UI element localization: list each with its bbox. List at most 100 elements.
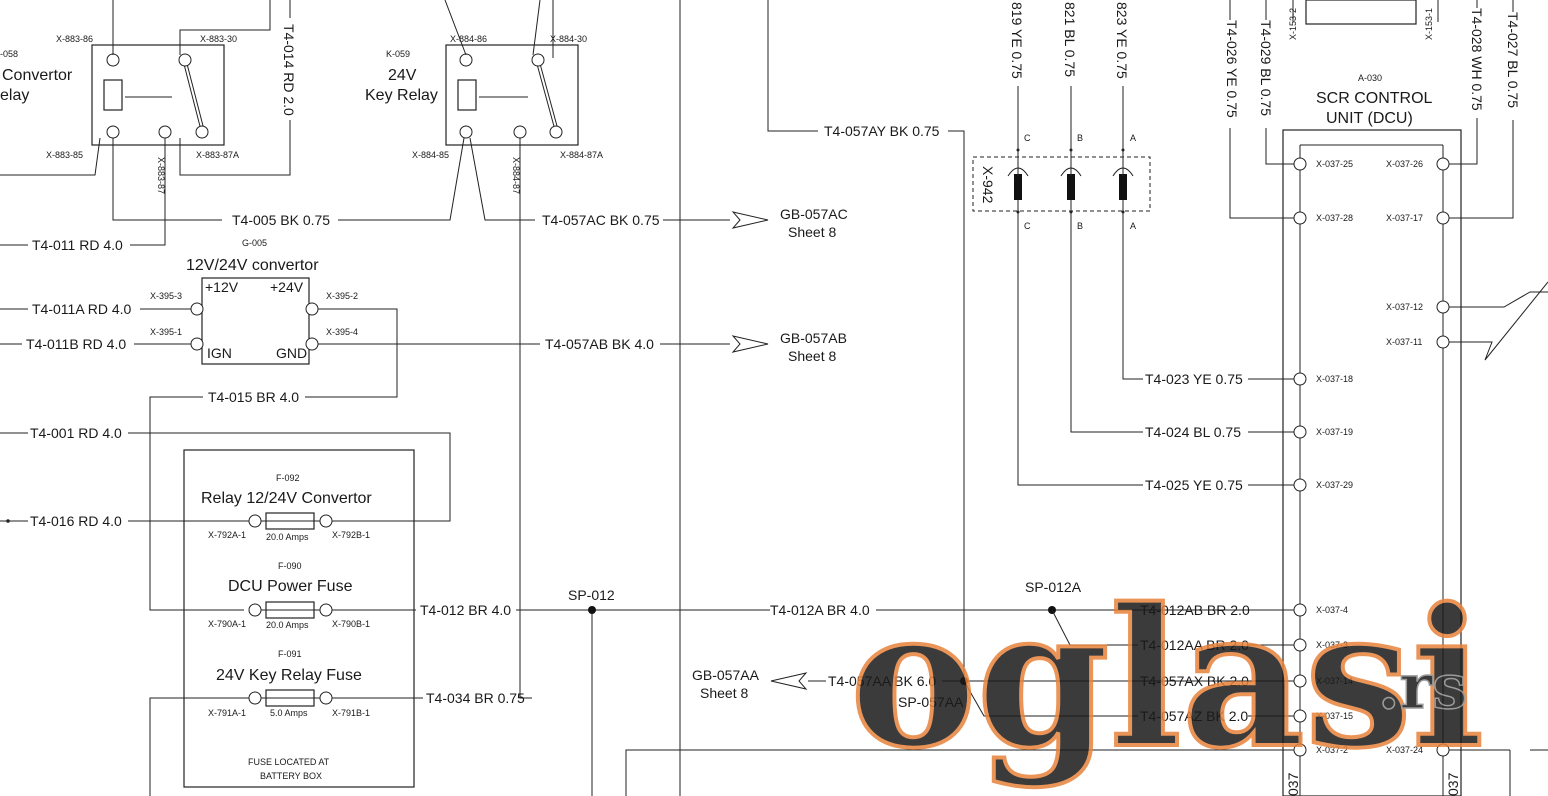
dcu-left-pin-terminal bbox=[1293, 603, 1307, 617]
dcu-left-pin-label: X-037-19 bbox=[1316, 427, 1353, 437]
connector-pin-b-top: B bbox=[1077, 133, 1083, 143]
relay-k058-t30: X-883-30 bbox=[200, 34, 237, 44]
dcu-right-pin-label: X-037-17 bbox=[1386, 213, 1423, 223]
ref-gb057aa: GB-057AA bbox=[692, 667, 760, 683]
wire-t4011b-label: T4-011B RD 4.0 bbox=[26, 336, 126, 352]
dcu-left-pin-terminal bbox=[1293, 372, 1307, 386]
ref-gb057aa-sheet: Sheet 8 bbox=[700, 685, 748, 701]
dcu-left-pin-label: X-037-4 bbox=[1316, 605, 1348, 615]
relay-k059-t87: X-884-87 bbox=[511, 157, 521, 194]
dcu-right-pin-label: X-037-24 bbox=[1386, 745, 1423, 755]
wire-t4057ab-label: T4-057AB BK 4.0 bbox=[545, 336, 654, 352]
convertor-t1: X-395-1 bbox=[150, 327, 182, 337]
dcu-right-pin-label: X-037-12 bbox=[1386, 302, 1423, 312]
wire-t4026-label: T4-026 YE 0.75 bbox=[1224, 20, 1240, 118]
wire-t4027-label: T4-027 BL 0.75 bbox=[1505, 12, 1521, 108]
fuse-f091-a: X-791A-1 bbox=[208, 708, 246, 718]
fuse-box-frame bbox=[183, 449, 415, 788]
ref-gb057ab-sheet: Sheet 8 bbox=[788, 348, 836, 364]
relay-k059-t86: X-884-86 bbox=[450, 34, 487, 44]
dcu-right-pin-label: X-037-11 bbox=[1386, 337, 1422, 347]
fuse-f092-a: X-792A-1 bbox=[208, 530, 246, 540]
fuse-note-line2: BATTERY BOX bbox=[260, 771, 322, 781]
relay-k058-t86: X-883-86 bbox=[56, 34, 93, 44]
ref-gb057ab: GB-057AB bbox=[780, 330, 847, 346]
convertor-gnd: GND bbox=[276, 345, 307, 361]
wire-t4016-label: T4-016 RD 4.0 bbox=[30, 513, 122, 529]
watermark: oglasi .rs bbox=[848, 565, 1486, 792]
relay-k058-coil bbox=[103, 79, 123, 111]
wire-t4001-label: T4-001 RD 4.0 bbox=[30, 425, 122, 441]
fuse-f090-b: X-790B-1 bbox=[332, 619, 370, 629]
fuse-f090-title: DCU Power Fuse bbox=[228, 578, 353, 595]
dcu-right-pin-terminal bbox=[1436, 300, 1450, 314]
relay-k059-coil bbox=[457, 79, 477, 111]
convertor-p12: +12V bbox=[205, 279, 239, 295]
offsheet-arrow-gb057ac bbox=[731, 211, 769, 229]
fuse-f092-b: X-792B-1 bbox=[332, 530, 370, 540]
dcu-left-pin-terminal bbox=[1293, 709, 1307, 723]
connector-pin-a-bottom: A bbox=[1130, 221, 1136, 231]
wire-t4028-label: T4-028 WH 0.75 bbox=[1469, 8, 1485, 111]
convertor-t4: X-395-4 bbox=[326, 327, 358, 337]
convertor-ign: IGN bbox=[207, 345, 232, 361]
relay-k058-label2: elay bbox=[0, 87, 29, 104]
fuse-f091-amps: 5.0 Amps bbox=[270, 708, 308, 718]
connector-pin-a-top: A bbox=[1130, 133, 1136, 143]
wire-t4011-label: T4-011 RD 4.0 bbox=[32, 237, 123, 253]
convertor-t2: X-395-2 bbox=[326, 291, 358, 301]
convertor-t3: X-395-3 bbox=[150, 291, 182, 301]
wire-t4012a-label: T4-012A BR 4.0 bbox=[770, 602, 870, 618]
relay-k058-t87a: X-883-87A bbox=[196, 150, 239, 160]
wire-t4057ac-label: T4-057AC BK 0.75 bbox=[542, 212, 660, 228]
dcu-left-pin-terminal bbox=[1293, 211, 1307, 225]
wire-t4057az-label: T4-057AZ BK 2.0 bbox=[1140, 708, 1248, 724]
fuse-box: F-092 Relay 12/24V Convertor 20.0 Amps X… bbox=[183, 449, 415, 788]
dcu-right-pin-terminal bbox=[1436, 157, 1450, 171]
fuse-f092-amps: 20.0 Amps bbox=[266, 532, 309, 542]
connector-pin-c-bottom: C bbox=[1024, 221, 1031, 231]
dcu-upper-box bbox=[1305, 0, 1417, 25]
relay-k058-t85: X-883-85 bbox=[46, 150, 83, 160]
wire-t4025-label: T4-025 YE 0.75 bbox=[1145, 477, 1243, 493]
fuse-f092-title: Relay 12/24V Convertor bbox=[201, 490, 372, 507]
connector-x942-frame bbox=[972, 156, 1151, 212]
dcu-frame bbox=[1282, 129, 1462, 796]
dcu-right-pins: X-037-26X-037-17X-037-12X-037-11X-037-24 bbox=[1386, 157, 1450, 757]
wire-t4015-label: T4-015 BR 4.0 bbox=[208, 389, 299, 405]
connector-pin-c-top: C bbox=[1024, 133, 1031, 143]
dcu-left-pin-label: X-037-18 bbox=[1316, 374, 1353, 384]
dcu-right-pin-terminal bbox=[1436, 211, 1450, 225]
wire-t4057aa-label: T4-057AA BK 6.0 bbox=[828, 673, 936, 689]
dcu-left-pin-label: X-037-25 bbox=[1316, 159, 1353, 169]
offsheet-arrow-gb057ab bbox=[731, 335, 769, 353]
relay-k059-label1: 24V bbox=[388, 67, 417, 84]
dcu-left-pin-terminal bbox=[1293, 425, 1307, 439]
relay-k059-id: K-059 bbox=[386, 49, 410, 59]
dcu-id: A-030 bbox=[1358, 73, 1382, 83]
relay-k059: K-059 24V Key Relay X-884-86 X-884-30 X-… bbox=[365, 34, 603, 194]
dcu-a030: X-153-2 X-153-1 A-030 SCR CONTROL UNIT (… bbox=[1282, 0, 1462, 796]
fuse-f090-id: F-090 bbox=[278, 561, 302, 571]
wire-t4023-label: T4-023 YE 0.75 bbox=[1145, 371, 1243, 387]
dcu-left-pins: X-037-25X-037-28X-037-18X-037-19X-037-29… bbox=[1293, 157, 1353, 757]
relay-k059-box bbox=[445, 44, 579, 146]
fuse-f090-a: X-790A-1 bbox=[208, 619, 246, 629]
relay-k059-t30: X-884-30 bbox=[550, 34, 587, 44]
dcu-x1532: X-153-2 bbox=[1288, 8, 1298, 40]
dcu-left-pin-label: X-037-28 bbox=[1316, 213, 1353, 223]
dcu-left-pin-terminal bbox=[1293, 157, 1307, 171]
dcu-x1531: X-153-1 bbox=[1424, 8, 1434, 40]
fuse-f091-title: 24V Key Relay Fuse bbox=[216, 667, 362, 684]
wire-t4012-label: T4-012 BR 4.0 bbox=[420, 602, 511, 618]
convertor-id: G-005 bbox=[242, 238, 267, 248]
splice-sp012-dot bbox=[588, 606, 596, 614]
relay-k058-box bbox=[91, 44, 225, 146]
dcu-right-pin-label: X-037-26 bbox=[1386, 159, 1423, 169]
wire-t4005-label: T4-005 BK 0.75 bbox=[232, 212, 330, 228]
relay-k059-label2: Key Relay bbox=[365, 87, 438, 104]
ref-gb057ac-sheet: Sheet 8 bbox=[788, 224, 836, 240]
wire-t4012ab-label: T4-012AB BR 2.0 bbox=[1140, 602, 1250, 618]
splice-sp012-label: SP-012 bbox=[568, 587, 615, 603]
